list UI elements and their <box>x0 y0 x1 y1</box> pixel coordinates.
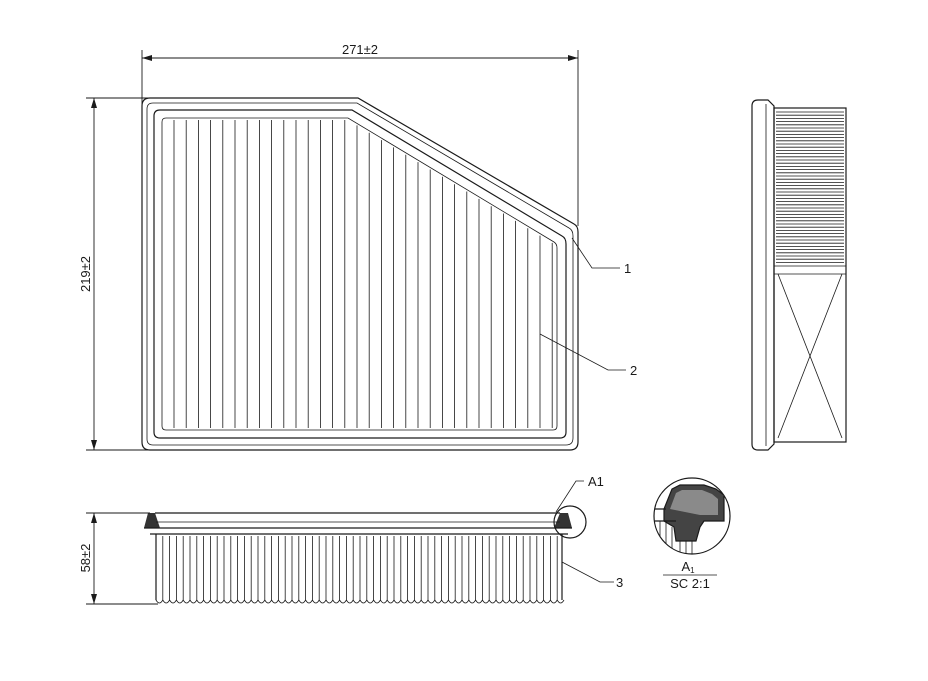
front-pleat <box>556 536 565 604</box>
width-dimension: 271±2 <box>141 42 579 226</box>
front-pleat <box>305 536 313 604</box>
front-pleat <box>162 536 170 604</box>
depth-dimension-label: 58±2 <box>78 544 93 573</box>
front-pleat <box>210 536 218 604</box>
front-pleat <box>244 536 252 604</box>
front-pleat <box>176 536 184 604</box>
front-pleat <box>203 536 211 604</box>
front-pleat <box>475 536 483 604</box>
front-pleat <box>386 536 395 604</box>
callout-2-label: 2 <box>630 363 637 378</box>
front-pleat <box>516 536 524 604</box>
front-pleat <box>318 536 327 604</box>
front-pleat <box>196 536 204 604</box>
front-seal-left <box>144 513 160 528</box>
front-pleat <box>380 536 388 604</box>
front-pleat <box>482 536 490 604</box>
front-pleat <box>257 536 266 604</box>
front-pleat <box>427 536 436 604</box>
side-view-cross-2 <box>777 273 843 439</box>
depth-dimension: 58±2 <box>78 512 158 605</box>
front-pleat <box>420 536 429 604</box>
front-pleat <box>339 536 347 604</box>
front-pleat <box>522 536 531 604</box>
front-pleat <box>407 536 415 604</box>
detail-label: A1 <box>681 559 695 575</box>
side-view-frame <box>751 99 775 451</box>
side-view-media-box <box>773 107 847 443</box>
front-pleat <box>237 536 245 604</box>
front-pleat <box>189 536 198 604</box>
front-pleat <box>298 536 306 604</box>
front-pleat <box>346 536 354 604</box>
detail-scale-label: SC 2:1 <box>670 576 710 591</box>
front-pleat <box>400 536 408 604</box>
detail-a1-leader <box>555 480 584 513</box>
front-pleat <box>325 536 334 604</box>
front-pleat <box>332 536 340 604</box>
front-pleat <box>461 536 470 604</box>
side-view-pleat-hatching <box>776 111 844 263</box>
front-pleat <box>271 536 279 604</box>
height-dimension: 219±2 <box>78 97 148 451</box>
front-seal-right <box>554 513 572 528</box>
front-pleat <box>230 536 238 604</box>
front-pleat <box>155 536 164 604</box>
front-pleat <box>414 536 422 604</box>
width-dimension-label: 271±2 <box>342 42 378 57</box>
front-pleat <box>182 536 191 604</box>
front-pleat <box>454 536 463 604</box>
callout-1-label: 1 <box>624 261 631 276</box>
front-pleat <box>543 536 551 604</box>
plan-seal-inner <box>161 117 558 431</box>
front-pleat <box>250 536 259 604</box>
front-pleat <box>169 536 177 604</box>
height-dimension-label: 219±2 <box>78 256 93 292</box>
plan-pleat-lines <box>173 120 553 428</box>
front-pleat <box>264 536 272 604</box>
callout-1-leader <box>571 237 620 269</box>
front-pleat <box>216 536 225 604</box>
front-pleat <box>468 536 476 604</box>
front-view-pleats <box>155 536 565 604</box>
plan-frame-line-2 <box>146 102 574 446</box>
front-pleat <box>278 536 286 604</box>
plan-seal-outer <box>153 109 567 439</box>
front-pleat <box>291 536 300 604</box>
callout-3-label: 3 <box>616 575 623 590</box>
front-pleat <box>393 536 402 604</box>
front-pleat <box>550 536 558 604</box>
front-pleat <box>223 536 232 604</box>
front-pleat <box>312 536 320 604</box>
callout-2-leader <box>539 333 626 371</box>
front-pleat <box>359 536 368 604</box>
front-pleat <box>284 536 293 604</box>
front-pleat <box>352 536 361 604</box>
front-pleat <box>536 536 544 604</box>
front-pleat <box>488 536 497 604</box>
front-pleat <box>434 536 442 604</box>
front-pleat <box>509 536 517 604</box>
callout-3-leader <box>561 561 614 583</box>
plan-view: 1 2 <box>141 97 637 451</box>
front-view: A1 3 <box>144 474 623 604</box>
front-pleat <box>373 536 381 604</box>
detail-a1-circle <box>553 505 587 539</box>
side-view <box>751 99 847 451</box>
front-pleat <box>495 536 504 604</box>
front-pleat <box>502 536 510 604</box>
plan-outer-frame <box>141 97 579 451</box>
front-pleat <box>366 536 374 604</box>
front-pleat <box>448 536 456 604</box>
detail-a1-view: A1 SC 2:1 <box>653 477 731 591</box>
front-pleat <box>441 536 449 604</box>
front-pleat <box>529 536 538 604</box>
detail-a1-ref-label: A1 <box>588 474 604 489</box>
